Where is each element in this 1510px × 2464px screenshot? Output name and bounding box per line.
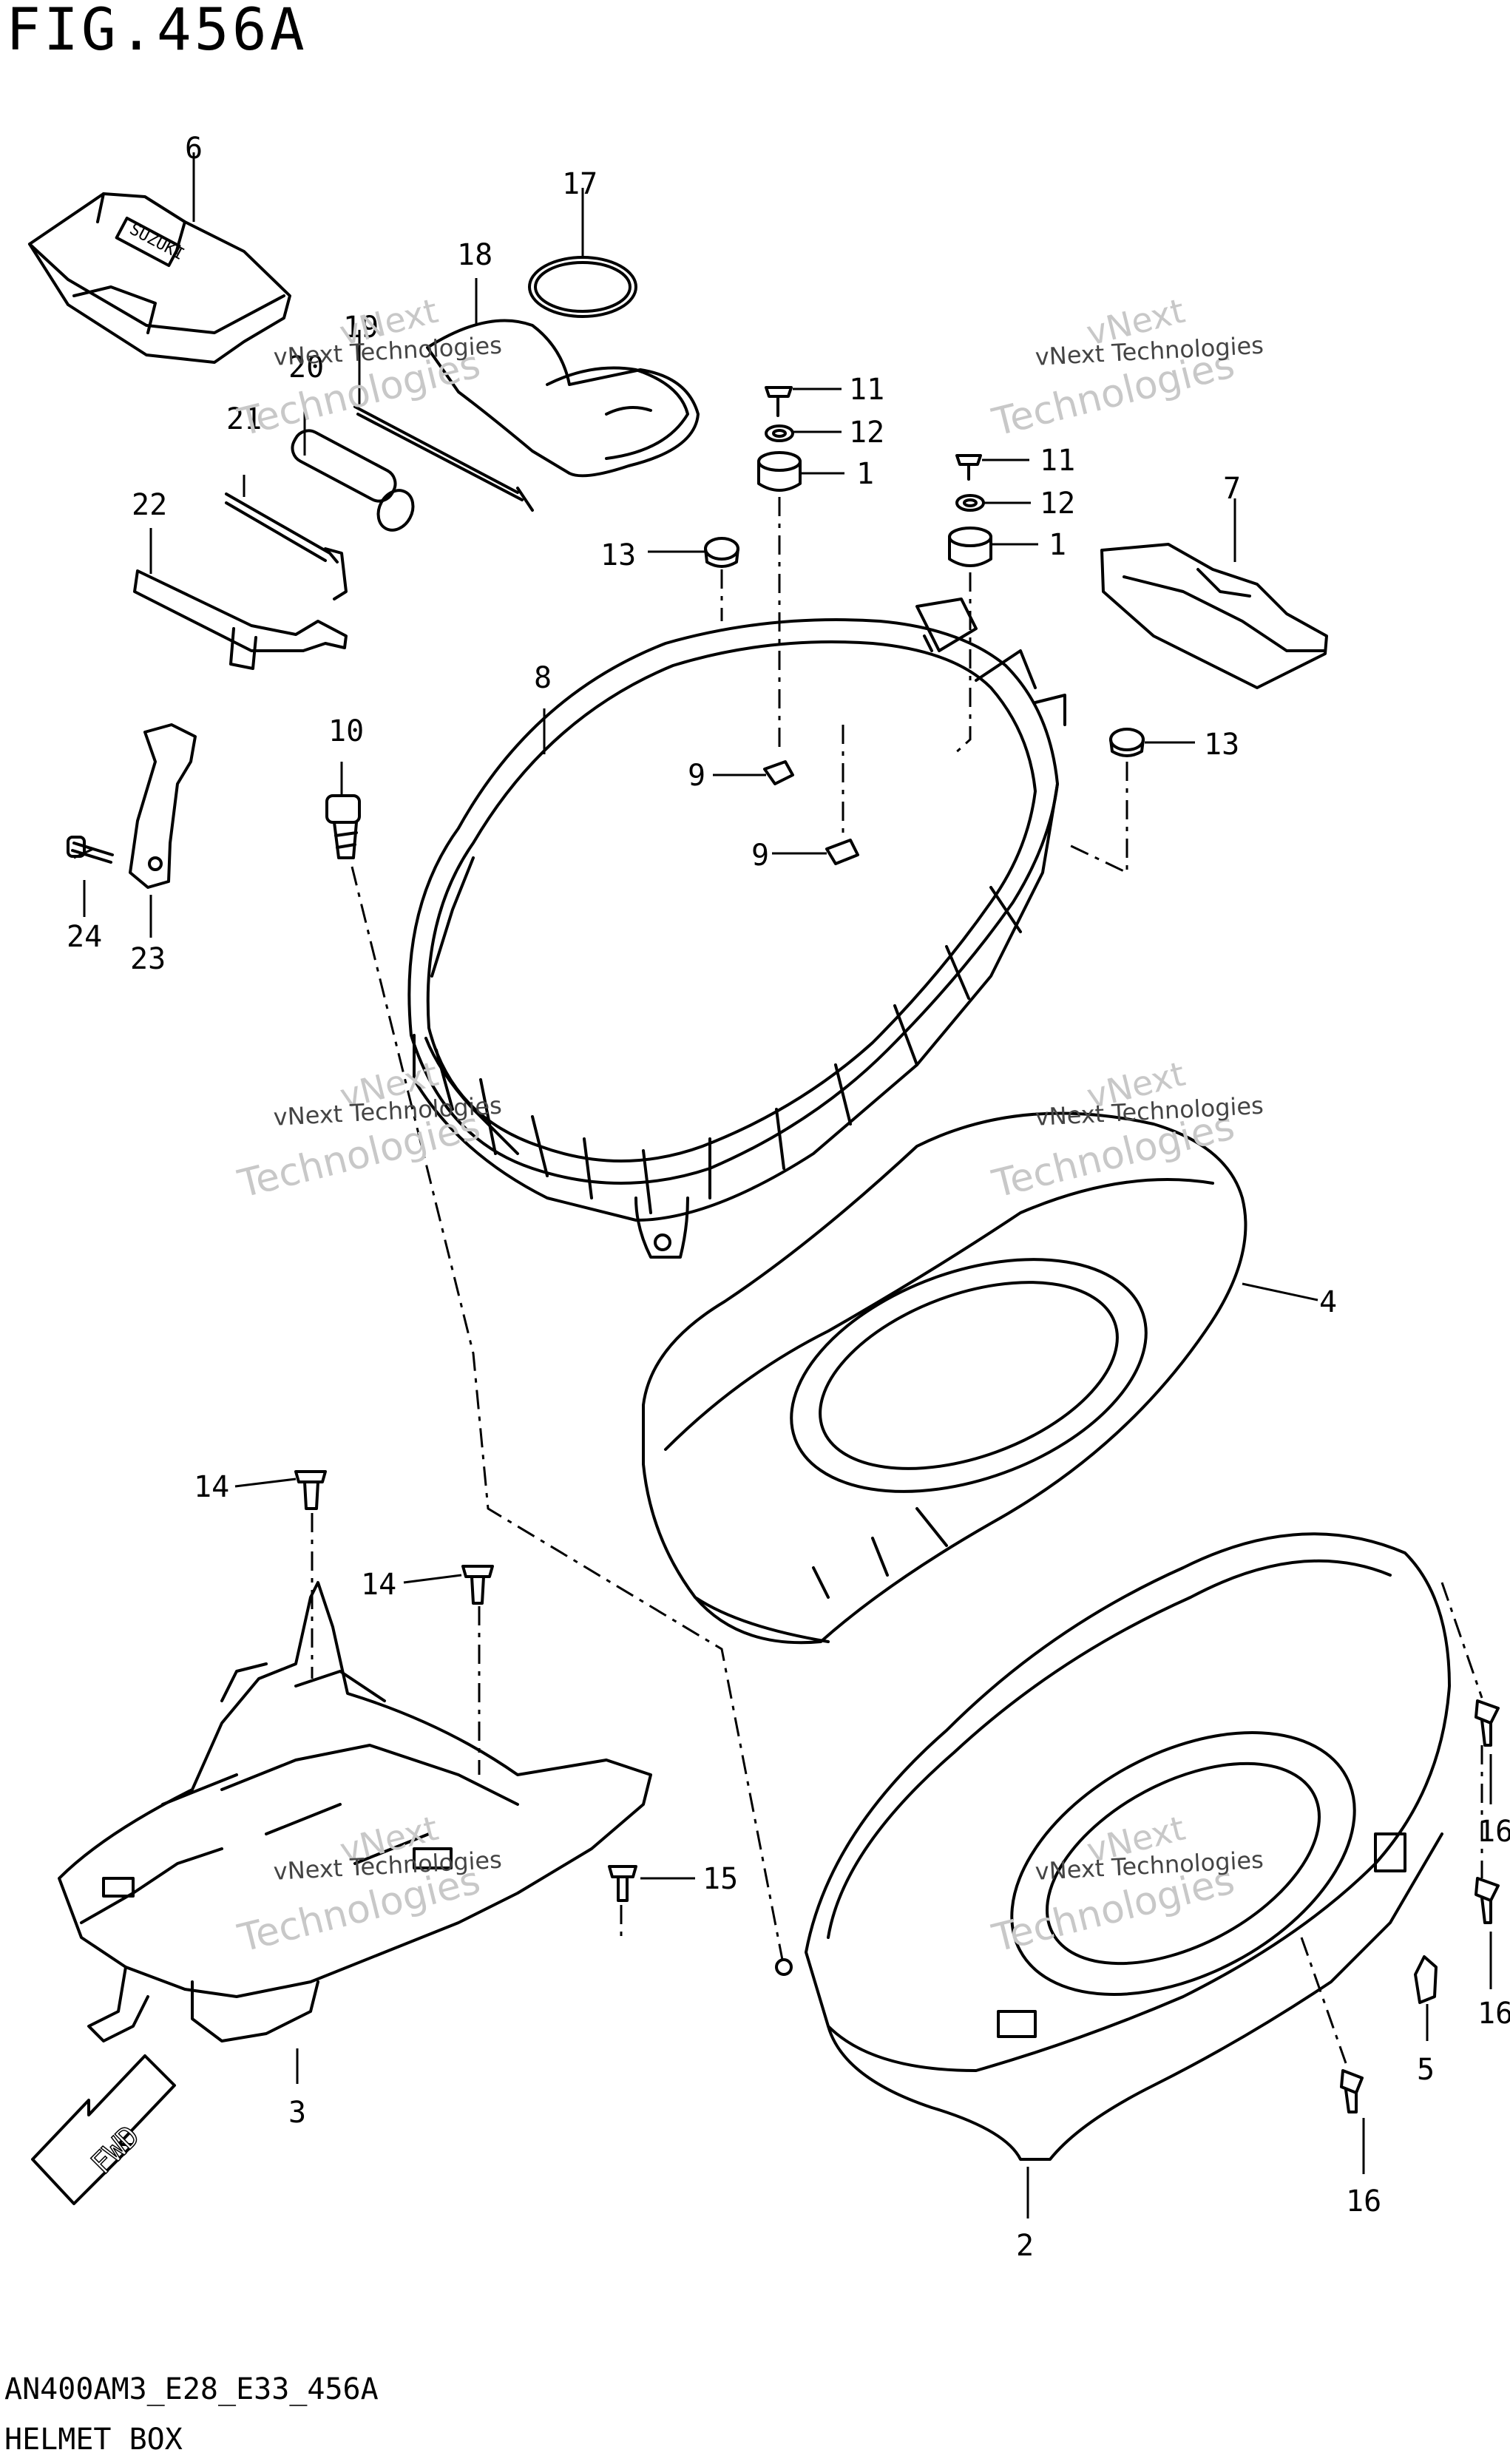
part-11-screw bbox=[765, 386, 793, 417]
callout-1a: 1 bbox=[856, 457, 874, 491]
callout-9b: 9 bbox=[751, 839, 769, 873]
callout-24: 24 bbox=[67, 920, 102, 954]
part-5-clip bbox=[1414, 1955, 1438, 2004]
callout-4: 4 bbox=[1319, 1285, 1337, 1319]
callout-22: 22 bbox=[132, 488, 167, 522]
part-17-oring bbox=[528, 256, 637, 318]
callout-8: 8 bbox=[534, 661, 552, 695]
callout-5: 5 bbox=[1417, 2053, 1435, 2087]
callout-18: 18 bbox=[457, 238, 492, 272]
part-3-undertray bbox=[58, 1581, 652, 2042]
fwd-arrow-icon bbox=[31, 2054, 176, 2205]
callout-14a: 14 bbox=[194, 1470, 229, 1504]
callout-15: 15 bbox=[702, 1862, 738, 1896]
callout-23: 23 bbox=[130, 942, 166, 976]
callout-labels: 6 17 18 19 20 21 22 11 12 1 11 12 1 7 13… bbox=[67, 132, 1510, 2263]
part-1-grommet bbox=[757, 451, 802, 492]
fwd-label: FWD bbox=[85, 2119, 147, 2182]
callout-16b: 16 bbox=[1477, 1997, 1510, 2031]
callout-3: 3 bbox=[288, 2096, 306, 2130]
part-6-cover bbox=[28, 192, 291, 364]
part-4-tray bbox=[642, 1111, 1247, 1645]
callout-13a: 13 bbox=[600, 538, 636, 572]
part-19-rod bbox=[353, 405, 524, 501]
part-12-washer bbox=[765, 424, 794, 442]
callout-11b: 11 bbox=[1040, 444, 1075, 478]
callout-6: 6 bbox=[185, 132, 203, 166]
callout-13b: 13 bbox=[1204, 728, 1239, 762]
callout-1b: 1 bbox=[1049, 528, 1066, 562]
part-18-pad bbox=[426, 319, 700, 478]
part-14-screw bbox=[294, 1470, 327, 1510]
callout-19: 19 bbox=[343, 311, 379, 345]
callout-14b: 14 bbox=[361, 1568, 396, 1602]
callout-12b: 12 bbox=[1040, 487, 1075, 521]
callout-17: 17 bbox=[562, 167, 597, 201]
part-21-hexkey bbox=[225, 493, 348, 600]
part-22-spanner bbox=[133, 569, 348, 652]
figure-title: FIG.456A bbox=[6, 0, 308, 64]
part-20-socket bbox=[291, 429, 415, 532]
callout-2: 2 bbox=[1016, 2229, 1034, 2263]
callout-11a: 11 bbox=[849, 373, 884, 407]
part-9-clip bbox=[763, 760, 794, 785]
callout-12a: 12 bbox=[849, 416, 884, 450]
part-10-bolt bbox=[325, 794, 361, 859]
callout-21: 21 bbox=[226, 402, 262, 436]
diagram-code: AN400AM3_E28_E33_456A bbox=[4, 2372, 379, 2406]
callout-10: 10 bbox=[328, 714, 364, 748]
part-8-frame bbox=[407, 598, 1066, 1259]
part-23-bracket bbox=[129, 723, 197, 889]
part-13-grommet bbox=[704, 537, 739, 561]
callout-16c: 16 bbox=[1346, 2184, 1381, 2218]
part-16-screw bbox=[1475, 1699, 1500, 1747]
callout-20: 20 bbox=[288, 351, 324, 385]
callout-9a: 9 bbox=[688, 759, 705, 793]
part-7-latch bbox=[1100, 543, 1328, 689]
callout-7: 7 bbox=[1223, 472, 1241, 506]
callout-16a: 16 bbox=[1477, 1815, 1510, 1849]
section-name: HELMET BOX bbox=[4, 2423, 183, 2457]
part-2-lowerbox bbox=[775, 1532, 1451, 2161]
part-24-bolt bbox=[71, 842, 114, 864]
part-15-screw bbox=[608, 1865, 637, 1902]
